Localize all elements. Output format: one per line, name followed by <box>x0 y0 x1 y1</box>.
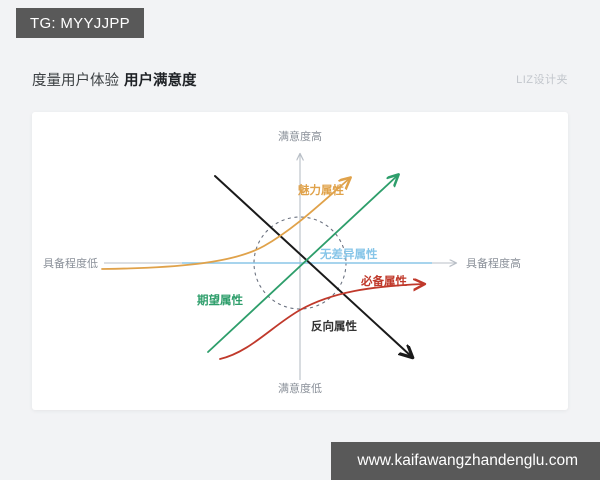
series-label-must-be: 必备属性 <box>360 274 407 288</box>
series-label-attractive: 魅力属性 <box>298 183 344 197</box>
page-title: 度量用户体验 用户满意度 <box>32 69 197 90</box>
page-title-prefix: 度量用户体验 <box>32 72 119 89</box>
series-one-dimensional-line <box>207 175 398 353</box>
brand-label: LIZ设计夹 <box>516 74 568 86</box>
watermark-top-tag: TG: MYYJJPP <box>16 8 144 38</box>
series-label-indifferent: 无差异属性 <box>319 247 378 261</box>
axis-label-provision-high: 具备程度高 <box>466 256 521 270</box>
series-reverse-line <box>214 175 412 357</box>
kano-model-chart: 满意度高 满意度低 具备程度低 具备程度高 魅力属性 无差异属性 必备属性 期望… <box>43 129 521 395</box>
series-must-be-curve <box>219 284 424 360</box>
watermark-bottom-url-text: www.kaifawangzhandenglu.com <box>357 452 578 469</box>
chart-card: 满意度高 满意度低 具备程度低 具备程度高 魅力属性 无差异属性 必备属性 期望… <box>32 112 568 410</box>
axis-label-provision-low: 具备程度低 <box>43 256 98 270</box>
page-header: 度量用户体验 用户满意度 LIZ设计夹 <box>0 46 600 112</box>
watermark-top-tag-text: TG: MYYJJPP <box>30 14 130 32</box>
axis-label-satisfaction-high: 满意度高 <box>278 129 322 143</box>
series-label-one-dimensional: 期望属性 <box>197 293 243 307</box>
page-title-main: 用户满意度 <box>124 72 197 89</box>
series-label-reverse: 反向属性 <box>311 319 357 333</box>
watermark-bottom-url: www.kaifawangzhandenglu.com <box>331 442 600 480</box>
series-attractive-curve <box>101 178 350 270</box>
axis-label-satisfaction-low: 满意度低 <box>278 381 322 395</box>
